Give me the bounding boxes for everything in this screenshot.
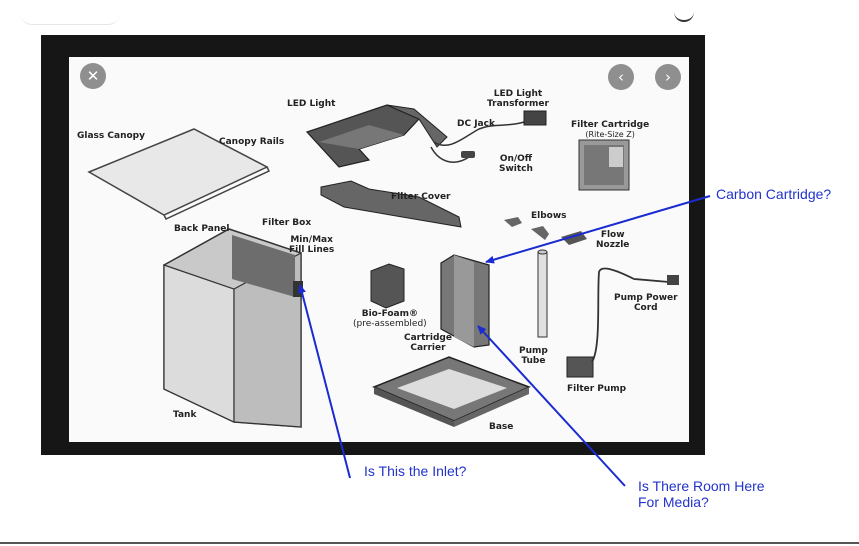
label-dc-jack: DC Jack [457, 119, 495, 129]
chevron-right-icon: › [665, 68, 671, 86]
chevron-left-icon: ‹ [618, 68, 624, 86]
label-bio-foam: Bio-Foam®(pre-assembled) [353, 309, 427, 329]
label-led-light: LED Light [287, 99, 336, 109]
close-button[interactable]: ✕ [80, 63, 106, 89]
label-back-panel: Back Panel [174, 224, 230, 234]
bottom-divider [0, 542, 859, 544]
label-tank: Tank [173, 410, 197, 420]
exploded-parts-illustration [87, 104, 679, 428]
label-base: Base [489, 422, 514, 432]
annotation-carbon-cartridge: Carbon Cartridge? [716, 186, 832, 202]
label-filter-box: Filter Box [262, 218, 312, 228]
top-tab-fragment [20, 0, 120, 25]
annotation-inlet-question: Is This the Inlet? [364, 463, 467, 479]
label-filter-pump: Filter Pump [567, 384, 627, 394]
next-button[interactable]: › [655, 64, 681, 90]
label-glass-canopy: Glass Canopy [77, 131, 145, 141]
previous-button[interactable]: ‹ [608, 64, 634, 90]
close-icon: ✕ [86, 67, 100, 85]
label-canopy-rails: Canopy Rails [219, 137, 285, 147]
label-elbows: Elbows [531, 211, 567, 221]
label-filter-cover: Filter Cover [391, 192, 451, 202]
top-right-fragment [674, 10, 694, 22]
label-filter-cartridge: Filter Cartridge(Rite-Size Z) [571, 120, 650, 139]
annotation-room-for-media: Is There Room Here For Media? [638, 478, 765, 510]
aquarium-diagram: Glass Canopy Canopy Rails LED Light LED … [69, 57, 689, 442]
